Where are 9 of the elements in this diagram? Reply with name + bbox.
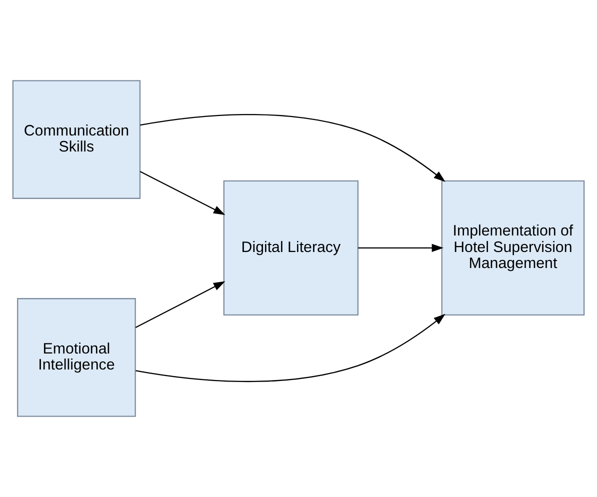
- arrow: [135, 281, 226, 328]
- arrow: [140, 170, 226, 215]
- node-box: Implementation of Hotel Supervision Management: [441, 180, 585, 316]
- arrow: [140, 114, 446, 182]
- node-box: Digital Literacy: [223, 180, 359, 316]
- node-box: Communication Skills: [12, 80, 141, 199]
- node-box: Emotional Intelligence: [17, 298, 136, 417]
- arrow: [136, 314, 446, 382]
- arrow: [358, 244, 444, 252]
